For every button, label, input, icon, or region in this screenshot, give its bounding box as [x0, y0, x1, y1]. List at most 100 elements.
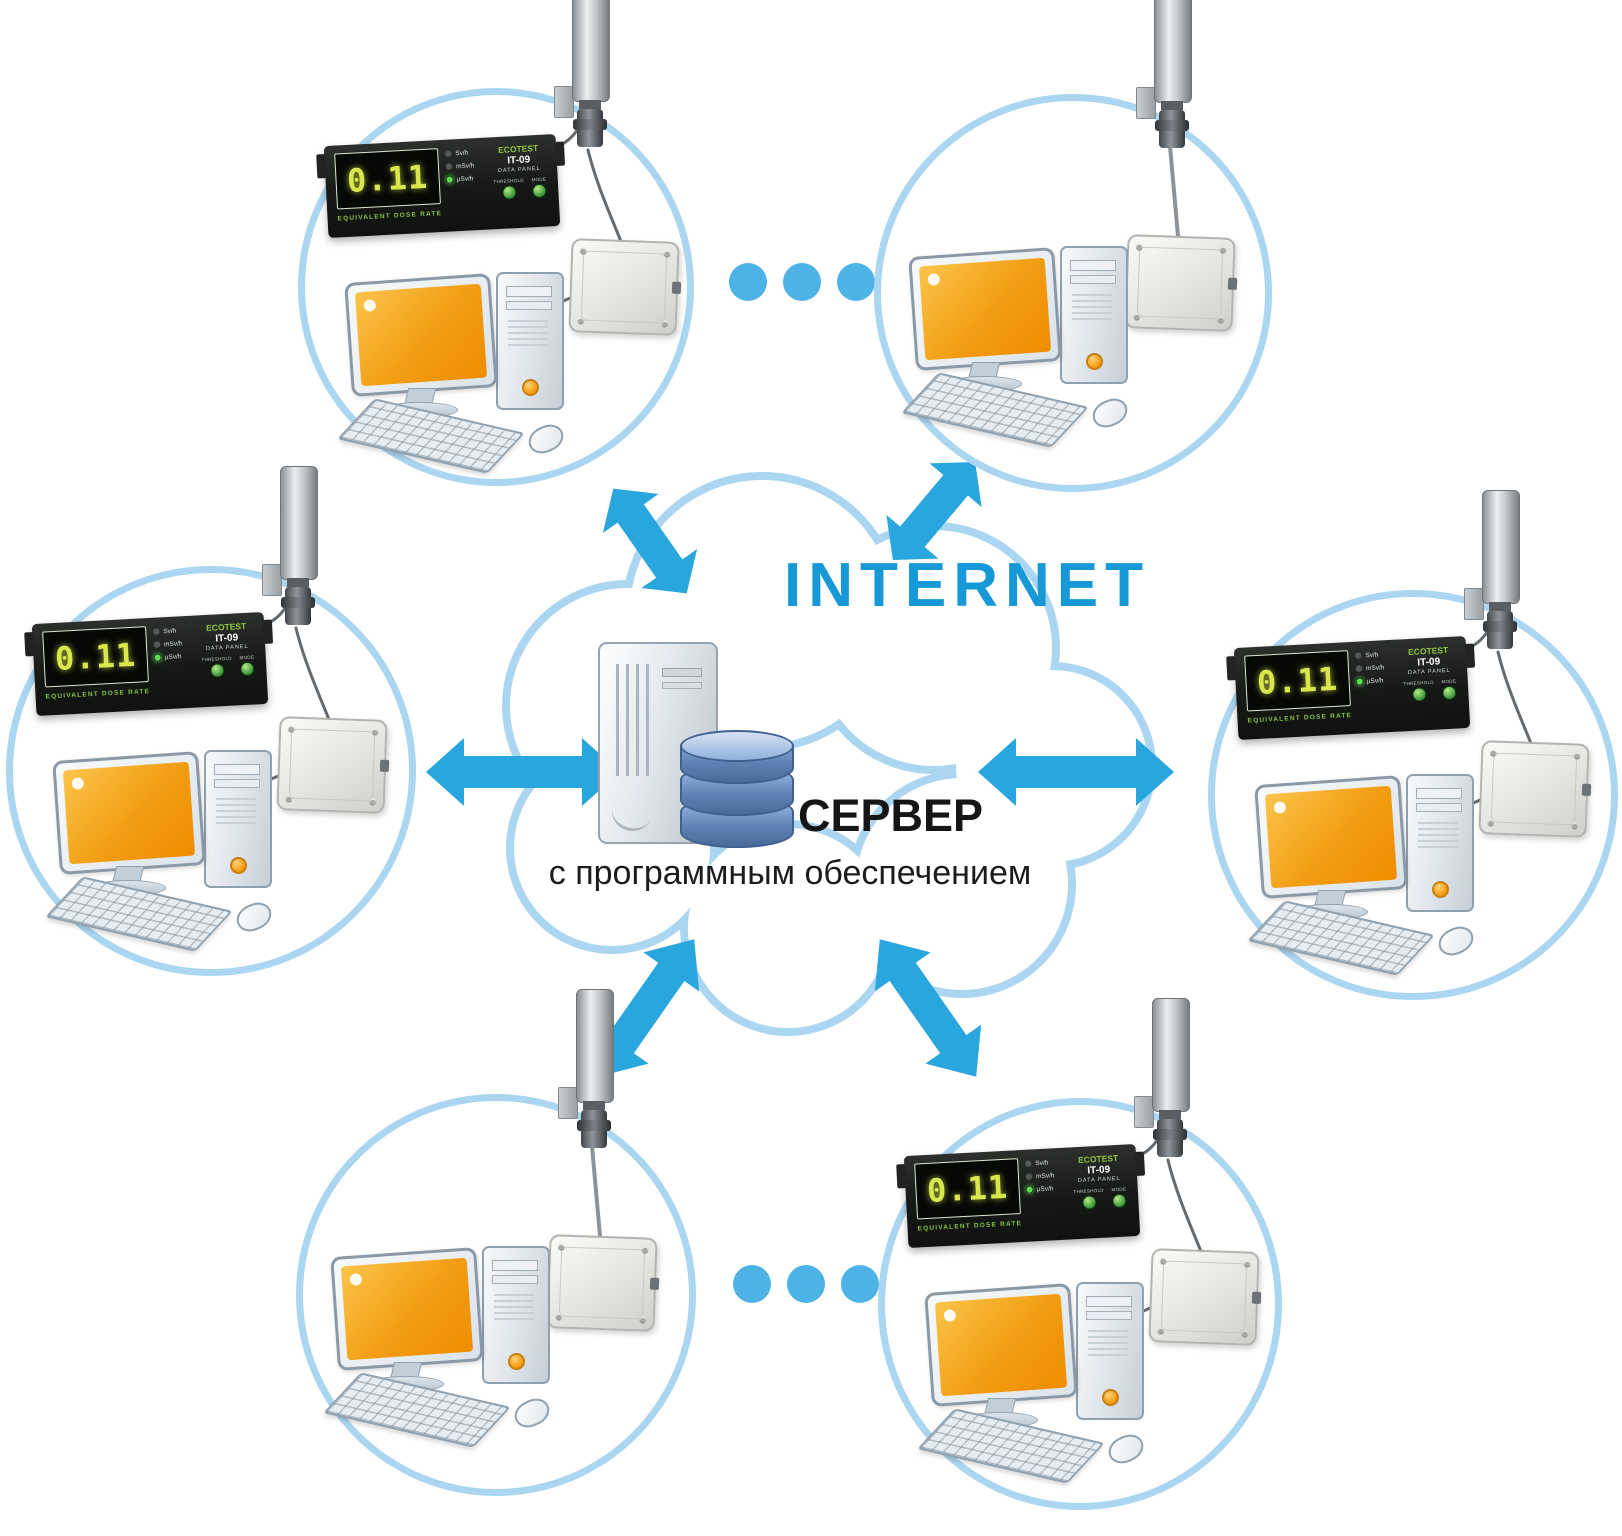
detector-cylinder	[1152, 998, 1190, 1112]
unit-row: Sv/h	[1024, 1158, 1066, 1168]
button-label: THRESHOLD	[1073, 1187, 1105, 1195]
monitor	[924, 1283, 1078, 1407]
server-subtitle: с программным обеспечением	[548, 854, 1032, 892]
dose-rate-panel: 0.11 EQUIVALENT DOSE RATE Sv/h mSv/h µSv…	[31, 611, 269, 717]
monitor-screen	[934, 1293, 1068, 1397]
unit-label: mSv/h	[1035, 1171, 1055, 1180]
workstation	[1247, 772, 1478, 976]
server-title: СЕРВЕР	[798, 790, 984, 841]
threshold-button-group: THRESHOLD	[201, 656, 233, 679]
seven-segment-display: 0.11	[1244, 650, 1351, 712]
desktop-tower	[482, 1246, 550, 1384]
monitor-screen	[1264, 785, 1398, 889]
unit-row: µSv/h	[1355, 676, 1397, 686]
probe-neck	[1159, 1110, 1181, 1119]
led-icon	[444, 162, 454, 171]
junction-box	[546, 1234, 660, 1332]
mouse	[1434, 921, 1478, 961]
ellipsis-dot	[729, 263, 767, 301]
mouse	[232, 897, 276, 937]
dose-value: 0.11	[54, 635, 138, 678]
panel-caption: EQUIVALENT DOSE RATE	[45, 688, 151, 701]
probe-nut	[1153, 1129, 1187, 1140]
button-label: THRESHOLD	[1403, 679, 1435, 687]
internet-label: INTERNET	[784, 551, 1150, 620]
probe-mount-bracket	[1464, 588, 1484, 620]
button-label: MODE	[239, 654, 255, 661]
workstation	[337, 270, 568, 474]
junction-box-face	[1490, 752, 1578, 826]
drive-bay	[1086, 1296, 1132, 1307]
threshold-button-icon	[209, 663, 225, 678]
button-label: THRESHOLD	[201, 655, 233, 663]
monitor-screen	[62, 761, 196, 865]
junction-box	[1148, 1248, 1262, 1346]
screw-icon	[639, 1316, 646, 1323]
probe-mount-bracket	[554, 86, 574, 118]
unit-row: Sv/h	[444, 148, 486, 158]
dose-rate-panel: 0.11 EQUIVALENT DOSE RATE Sv/h mSv/h µSv…	[903, 1143, 1141, 1249]
screw-icon	[1157, 1327, 1164, 1334]
probe-mount-bracket	[1136, 87, 1156, 119]
unit-label: Sv/h	[455, 149, 469, 157]
screw-icon	[1241, 1330, 1248, 1337]
bidirectional-arrow	[886, 461, 982, 561]
junction-box	[276, 716, 390, 814]
seven-segment-display: 0.11	[334, 148, 441, 210]
seven-segment-display: 0.11	[914, 1158, 1021, 1220]
detector-probe	[1136, 0, 1192, 164]
led-icon	[1354, 664, 1364, 673]
mouse	[1104, 1429, 1148, 1469]
unit-row: µSv/h	[445, 174, 487, 184]
drive-bay	[506, 301, 552, 310]
right-arrow	[500, 738, 620, 806]
screw-icon	[642, 1246, 649, 1253]
screw-icon	[555, 1313, 562, 1320]
unit-row: Sv/h	[152, 626, 194, 636]
mouse	[1088, 393, 1132, 433]
probe-nut	[281, 597, 315, 608]
unit-row: mSv/h	[1024, 1171, 1067, 1181]
panel-caption: EQUIVALENT DOSE RATE	[1247, 712, 1353, 725]
probe-neck	[287, 578, 309, 587]
junction-box-face	[288, 728, 376, 802]
ellipsis-dot	[841, 1265, 879, 1303]
unit-row: µSv/h	[153, 652, 195, 662]
ellipsis-dot	[837, 263, 875, 301]
panel-buttons: THRESHOLD MODE	[194, 654, 263, 679]
unit-indicators: Sv/h mSv/h µSv/h	[444, 148, 488, 184]
power-button-icon	[522, 379, 539, 396]
probe-nut	[577, 1120, 611, 1131]
probe-mount-bracket	[262, 564, 282, 596]
workstation	[917, 1280, 1148, 1484]
server-vents	[616, 664, 652, 776]
tower-grill	[216, 798, 256, 824]
workstation	[45, 748, 276, 952]
database-top	[680, 730, 794, 762]
junction-box-latch	[671, 281, 682, 294]
server-drive-slot	[662, 668, 702, 677]
ellipsis-dot	[787, 1265, 825, 1303]
unit-indicators: Sv/h mSv/h µSv/h	[152, 626, 196, 662]
panel-body: 0.11 EQUIVALENT DOSE RATE Sv/h mSv/h µSv…	[1233, 635, 1471, 741]
server-graphic	[598, 642, 808, 862]
detector-probe	[558, 989, 614, 1164]
desktop-tower	[204, 750, 272, 888]
mode-button-icon	[1442, 685, 1457, 701]
probe-mount-bracket	[1134, 1096, 1154, 1128]
mode-button-icon	[1112, 1193, 1127, 1209]
unit-indicators: Sv/h mSv/h µSv/h	[1024, 1158, 1068, 1194]
unit-indicators: Sv/h mSv/h µSv/h	[1354, 650, 1398, 686]
detector-cylinder	[576, 989, 614, 1103]
button-label: MODE	[1111, 1186, 1127, 1193]
unit-label: Sv/h	[163, 627, 177, 635]
detector-probe	[554, 0, 610, 163]
unit-row: µSv/h	[1025, 1184, 1067, 1194]
junction-box-latch	[649, 1277, 660, 1290]
bidirectional-arrow	[874, 939, 982, 1077]
junction-box-latch	[379, 759, 390, 772]
mode-button-group: MODE	[1441, 679, 1457, 701]
led-icon	[1024, 1172, 1034, 1181]
station-bottom-right: 0.11 EQUIVALENT DOSE RATE Sv/h mSv/h µSv…	[878, 998, 1282, 1510]
